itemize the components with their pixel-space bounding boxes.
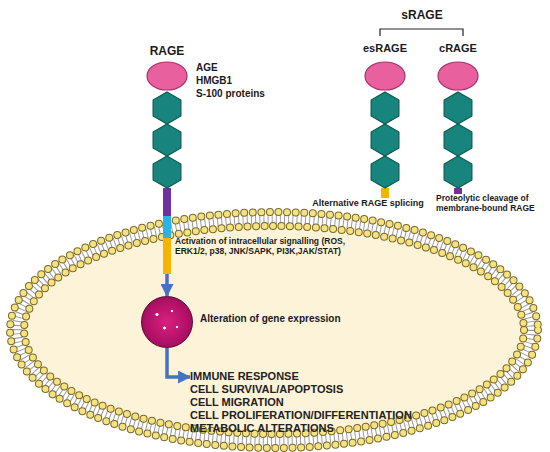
- ligand: [438, 62, 478, 90]
- group-bracket: [380, 29, 463, 36]
- membrane-segment: [163, 216, 171, 238]
- outcome-item: CELL MIGRATION: [190, 396, 490, 409]
- ig-domain: [371, 156, 399, 188]
- lipid-tails: [17, 219, 531, 441]
- ig-domain: [371, 92, 399, 124]
- node-label: Alteration of gene expression: [200, 313, 370, 325]
- esrage-receptor: [365, 62, 405, 198]
- group-label: sRAGE: [394, 8, 450, 22]
- edge-label: Activation of intracellular signalling (…: [175, 236, 353, 256]
- splice-tail: [381, 188, 389, 198]
- node-label: cRAGE: [425, 42, 491, 55]
- ligand-label: S-100 proteins: [196, 88, 306, 100]
- ig-domain: [153, 124, 181, 156]
- lipid-heads-outer: [10, 212, 538, 448]
- signal-arrow: [167, 348, 190, 377]
- ig-domain: [444, 124, 472, 156]
- nucleus: Alteration of gene expression: [141, 296, 193, 348]
- lipid-heads-inner: [24, 226, 524, 434]
- ig-domain: [444, 156, 472, 188]
- ig-domain: [371, 124, 399, 156]
- ig-domain: [153, 156, 181, 188]
- cell: [10, 212, 538, 448]
- node-label: Alternative RAGE splicing: [283, 198, 453, 209]
- outcome-item: IMMUNE RESPONSE: [190, 370, 490, 383]
- node-label: Proteolytic cleavage of membrane-bound R…: [436, 193, 548, 213]
- cytoplasmic-tail: [163, 238, 171, 274]
- cytoplasm: [22, 224, 526, 436]
- lipid-heads-inner-fill: [24, 226, 524, 434]
- ig-domain: [153, 92, 181, 124]
- crage-receptor: [438, 62, 478, 194]
- ligand-label: HMGB1: [196, 75, 286, 87]
- ligand: [147, 62, 187, 90]
- lipid-heads-outer-fill: [10, 212, 538, 448]
- ligand: [365, 62, 405, 90]
- signal-arrow: [165, 274, 169, 296]
- outcome-item: CELL PROLIFERATION/DIFFERENTIATION: [190, 409, 490, 422]
- receptor-node: esRAGEAlternative RAGE splicing: [345, 38, 425, 213]
- transmembrane-segment: [163, 188, 171, 216]
- node-label: RAGE: [128, 44, 206, 58]
- outcome-item: CELL SURVIVAL/APOPTOSIS: [190, 383, 490, 396]
- ligand-label: AGE: [196, 62, 286, 74]
- outcome-list: IMMUNE RESPONSECELL SURVIVAL/APOPTOSISCE…: [190, 370, 490, 436]
- receptor-node: cRAGEProteolytic cleavage of membrane-bo…: [425, 38, 491, 218]
- ig-domain: [444, 92, 472, 124]
- outcome-item: METABOLIC ALTERATIONS: [190, 422, 490, 435]
- node-label: esRAGE: [345, 42, 425, 55]
